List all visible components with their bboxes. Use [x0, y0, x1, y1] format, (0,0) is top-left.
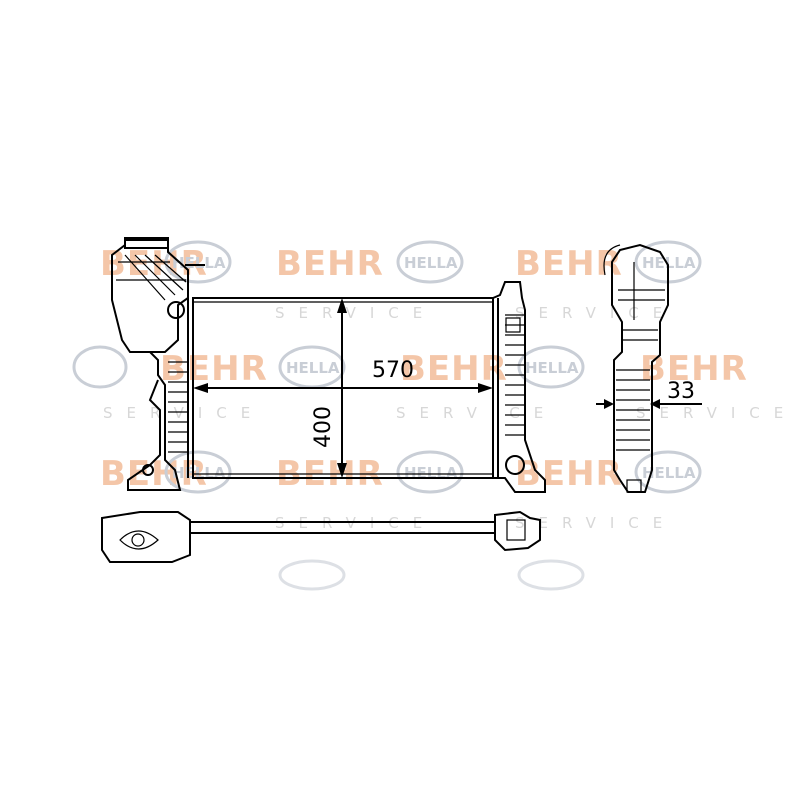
radiator-front-view [111, 237, 546, 493]
right-tank [492, 281, 546, 493]
hella-logo: HELLA [396, 240, 464, 284]
height-label: 400 [311, 406, 336, 448]
width-dimension: 570 [193, 358, 493, 393]
watermark-behr-text: BEHR [515, 244, 623, 284]
watermark-behr-text: BEHR [160, 349, 268, 389]
hella-logo: HELLA [396, 450, 464, 494]
watermark-service-text: SERVICE [636, 404, 797, 422]
watermark-behr-text: BEHR [276, 244, 384, 284]
depth-label: 33 [667, 379, 695, 404]
hella-logo: HELLA [517, 345, 585, 389]
watermark-layer: BEHR HELLA BEHR HELLA BEHR HELLA SERVICE… [72, 240, 797, 591]
depth-dimension: 33 [596, 379, 702, 409]
left-tank [111, 237, 205, 491]
watermark-hella-text: HELLA [286, 359, 340, 377]
watermark-service-text: SERVICE [103, 404, 264, 422]
watermark-service-text: SERVICE [275, 304, 436, 322]
hella-logo [72, 345, 128, 389]
watermark-service-text: SERVICE [396, 404, 557, 422]
watermark-hella-text: HELLA [172, 464, 226, 482]
radiator-side-view [603, 243, 669, 493]
watermark-hella-text: HELLA [525, 359, 579, 377]
watermark-service-text: SERVICE [515, 304, 676, 322]
watermark-behr-text: BEHR [400, 349, 508, 389]
watermark-hella-text: HELLA [642, 464, 696, 482]
height-dimension: 400 [311, 298, 347, 478]
watermark-hella-text: HELLA [404, 254, 458, 272]
watermark-hella-text: HELLA [642, 254, 696, 272]
hella-logo: HELLA [634, 450, 702, 494]
watermark-service-text: SERVICE [515, 514, 676, 532]
width-label: 570 [372, 358, 414, 383]
watermark-hella-text: HELLA [404, 464, 458, 482]
hella-logo: HELLA [278, 345, 346, 389]
radiator-top-view [101, 510, 541, 563]
